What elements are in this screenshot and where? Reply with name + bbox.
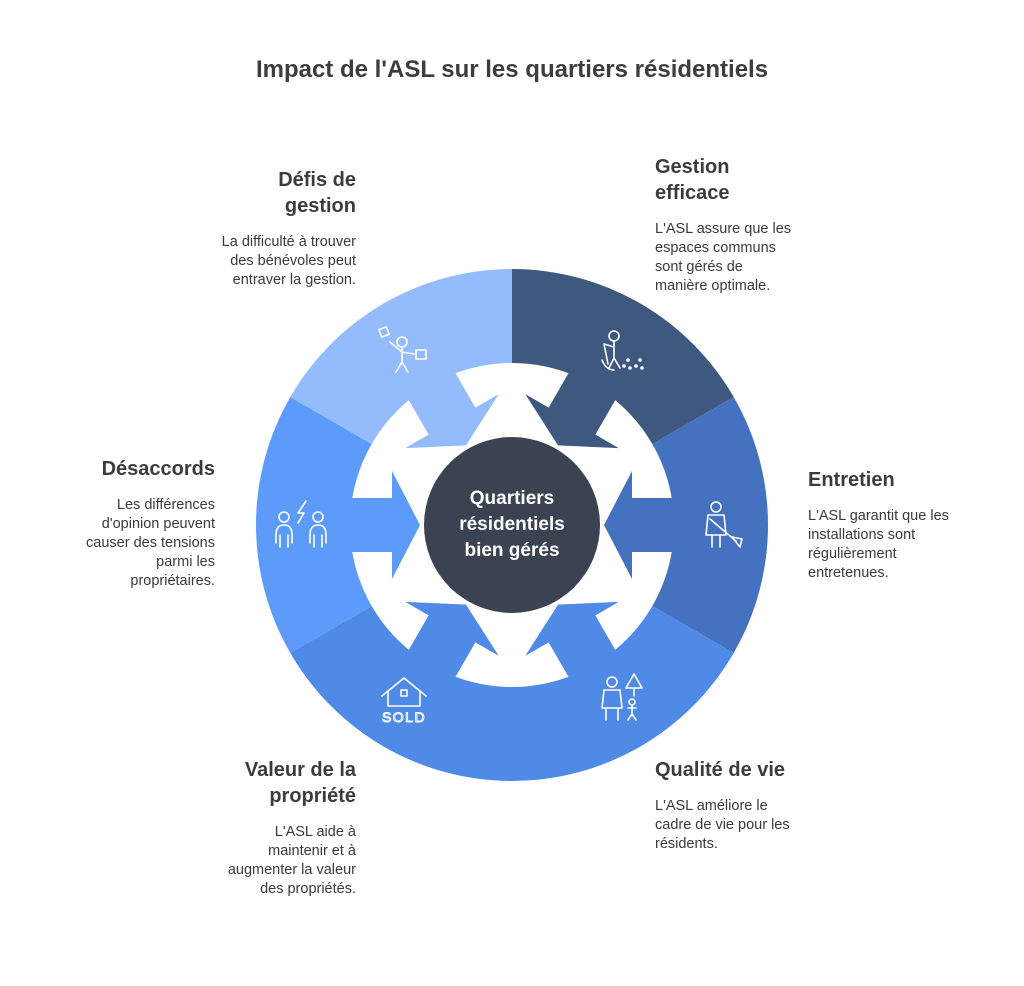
arrow-gestion [525, 368, 619, 449]
gestion-efficace-heading-line-1: Gestion [655, 156, 730, 178]
description-line: propriétaires. [130, 573, 215, 589]
juggling-person-icon [378, 326, 427, 373]
block-desaccords: Désaccords Les différences d'opinion peu… [0, 456, 215, 591]
people-conflict-icon [275, 500, 327, 548]
description-line: espaces communs [655, 240, 776, 256]
description-line: régulièrement [808, 546, 897, 562]
description-line: La difficulté à trouver [221, 234, 356, 250]
gestion-efficace-heading-line-2: efficace [655, 182, 730, 204]
block-valeur-propriete: Valeur de la propriété L'ASL aide à main… [116, 757, 356, 899]
description-line: parmi les [156, 554, 215, 570]
defis-de-gestion-description: La difficulté à trouver des bénévoles pe… [116, 233, 356, 290]
valeur-propriete-heading-line-1: Valeur de la [244, 759, 356, 781]
description-line: entraver la gestion. [232, 272, 356, 288]
entretien-heading: Entretien [808, 469, 895, 491]
family-tree-icon [601, 673, 643, 721]
block-gestion-efficace: Gestion efficace L'ASL assure que les es… [655, 154, 895, 296]
center-line-3: bien gérés [464, 540, 560, 561]
description-line: causer des tensions [86, 535, 215, 551]
description-line: maintenir et à [268, 843, 356, 859]
center-line-2: résidentiels [459, 514, 565, 535]
qualite-de-vie-heading: Qualité de vie [655, 759, 786, 781]
page-title: Impact de l'ASL sur les quartiers réside… [255, 56, 769, 83]
description-line: cadre de vie pour les [655, 817, 790, 833]
valeur-propriete-heading: Valeur de la propriété [116, 757, 356, 809]
center-hub [424, 437, 600, 613]
desaccords-heading: Désaccords [101, 458, 215, 480]
description-line: L'ASL garantit que les [808, 508, 949, 524]
description-line: installations sont [808, 527, 916, 543]
defis-de-gestion-heading: Défis de gestion [116, 167, 356, 219]
center-line-1: Quartiers [469, 488, 555, 509]
valeur-propriete-description: L'ASL aide à maintenir et à augmenter la… [116, 823, 356, 899]
house-sold-icon [381, 677, 427, 707]
center-label: Quartiers résidentiels bien gérés [430, 486, 594, 564]
gestion-efficace-description: L'ASL assure que les espaces communs son… [655, 220, 895, 296]
sold-label: SOLD [382, 709, 426, 725]
description-line: L'ASL aide à [274, 824, 356, 840]
entretien-description: L'ASL garantit que les installations son… [808, 507, 1024, 583]
block-qualite-de-vie: Qualité de vie L'ASL améliore le cadre d… [655, 757, 895, 854]
desaccords-description: Les différences d'opinion peuvent causer… [0, 496, 215, 591]
arrow-desaccords [347, 471, 420, 579]
description-line: d'opinion peuvent [101, 516, 215, 532]
description-line: L'ASL assure que les [655, 221, 792, 237]
wheel-icons [275, 326, 743, 721]
description-line: des propriétés. [260, 881, 356, 897]
description-line: sont gérés de [655, 259, 743, 275]
description-line: augmenter la valeur [227, 862, 356, 878]
description-line: des bénévoles peut [230, 253, 356, 269]
defis-de-gestion-heading-line-2: gestion [284, 195, 356, 217]
arrow-entretien [604, 471, 677, 579]
description-line: entretenues. [808, 565, 889, 581]
gestion-efficace-heading: Gestion efficace [655, 154, 895, 206]
block-defis-de-gestion: Défis de gestion La difficulté à trouver… [116, 167, 356, 290]
janitor-broom-icon [705, 501, 743, 548]
arrow-valeur [405, 601, 499, 682]
arrow-defis [405, 368, 499, 449]
wheel-arrows [347, 368, 677, 682]
description-line: L'ASL améliore le [655, 798, 768, 814]
description-line: Les différences [116, 497, 215, 513]
block-entretien: Entretien L'ASL garantit que les install… [808, 467, 1024, 583]
description-line: manière optimale. [655, 278, 771, 294]
arrow-qualite [525, 601, 619, 682]
valeur-propriete-heading-line-2: propriété [269, 785, 356, 807]
qualite-de-vie-description: L'ASL améliore le cadre de vie pour les … [655, 797, 895, 854]
description-line: résidents. [655, 836, 718, 852]
person-sweeping-icon [601, 330, 644, 371]
defis-de-gestion-heading-line-1: Défis de [278, 169, 356, 191]
